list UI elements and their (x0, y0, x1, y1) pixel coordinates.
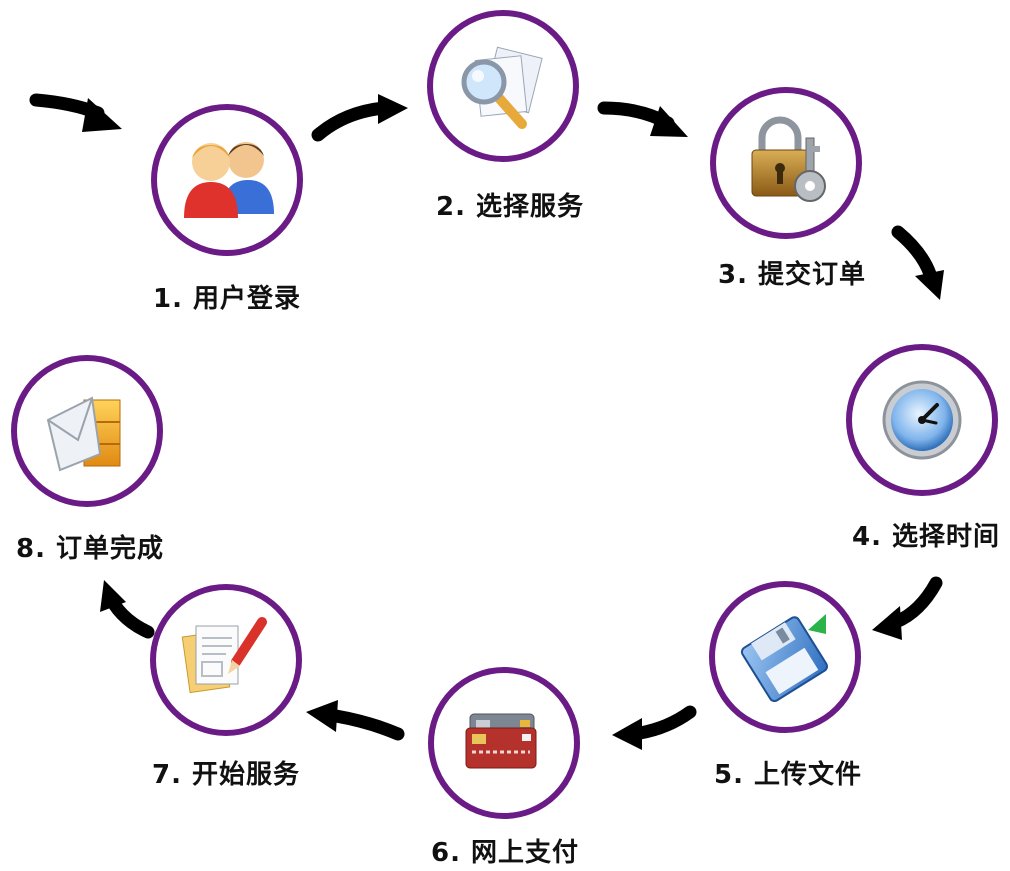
step-6-node (428, 667, 580, 819)
mail-box-icon (46, 396, 121, 472)
arrow-3-to-4 (891, 225, 944, 300)
arrow-entry (29, 93, 122, 132)
step-1-ring (151, 104, 303, 256)
step-8-node (11, 355, 163, 507)
arrow-7-to-8 (100, 580, 155, 639)
step-4-node (846, 344, 998, 496)
step-7-node (150, 584, 302, 736)
arrow-1-to-2 (311, 94, 408, 142)
floppy-upload-icon (740, 614, 828, 703)
step-1-label: 1. 用户登录 (152, 284, 302, 314)
step-4-label: 4. 选择时间 (851, 522, 1001, 552)
arrow-5-to-6 (612, 705, 697, 750)
step-8-label: 8. 订单完成 (15, 534, 165, 564)
credit-cards-icon (465, 713, 537, 769)
clock-icon (882, 380, 962, 460)
document-pencil-icon (181, 617, 267, 694)
arrow-6-to-7 (306, 700, 405, 741)
arrow-2-to-3 (597, 101, 688, 137)
step-3-node (710, 87, 862, 239)
step-6-label: 6. 网上支付 (430, 838, 580, 868)
padlock-key-icon (751, 116, 826, 202)
step-7-label: 7. 开始服务 (151, 760, 301, 790)
flow-arrows (29, 93, 944, 750)
step-2-node (427, 10, 579, 162)
search-documents-icon (461, 46, 543, 129)
arrow-4-to-5 (872, 576, 943, 640)
step-3-label: 3. 提交订单 (717, 260, 867, 290)
step-5-label: 5. 上传文件 (713, 760, 863, 790)
users-icon (184, 142, 274, 218)
step-1-node (151, 104, 303, 256)
step-5-node (709, 581, 861, 733)
step-2-label: 2. 选择服务 (435, 192, 585, 222)
